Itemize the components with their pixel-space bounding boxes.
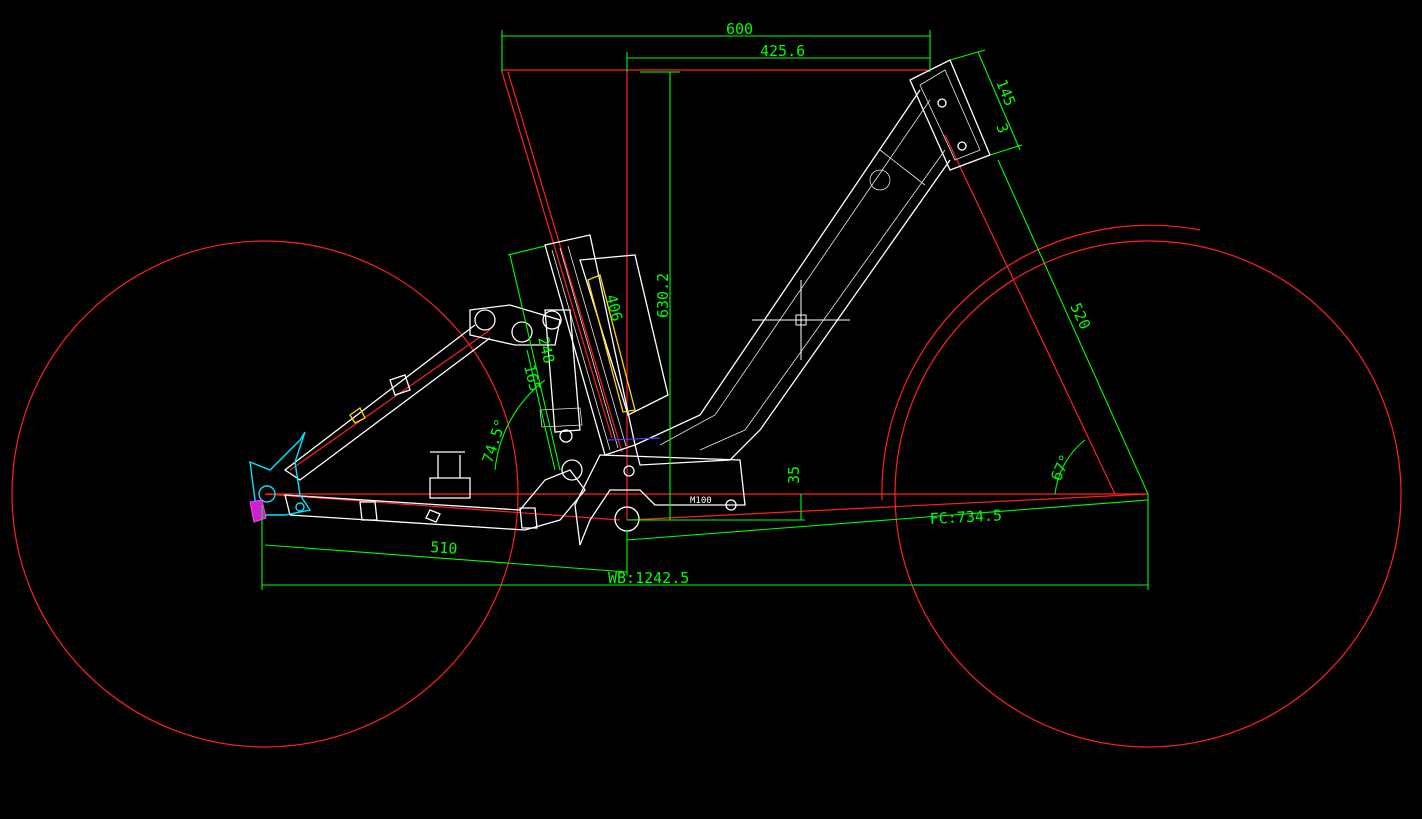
head-angle-arc — [1054, 439, 1086, 495]
dim-battery: 406 — [602, 293, 626, 324]
seat-tube — [544, 234, 636, 456]
motor-mount — [574, 454, 746, 546]
dim-fork-length: 520 — [1066, 300, 1094, 332]
wheels — [11, 224, 1402, 748]
dimension-lines — [261, 30, 1149, 590]
head-tube — [909, 59, 991, 171]
dim-chainstay: 510 — [430, 538, 458, 558]
dim-head-tube: 145 — [992, 77, 1019, 109]
dim-head-offset: 3 — [992, 121, 1012, 136]
seat-angle-arc — [494, 379, 546, 471]
battery-outline — [587, 274, 636, 413]
dim-shock-eye: 248 — [534, 335, 558, 366]
cursor-crosshair — [752, 280, 850, 360]
dim-wheelbase: WB:1242.5 — [608, 569, 689, 587]
dim-front-center: FC:734.5 — [929, 506, 1002, 528]
dim-top-length: 600 — [726, 20, 753, 38]
dim-bb-drop: 35 — [785, 466, 803, 484]
derailleur-hanger — [249, 499, 267, 523]
dim-shock-stroke: 165 — [520, 363, 544, 394]
kickstand-mount — [429, 451, 471, 499]
dim-head-angle: 67° — [1047, 452, 1074, 484]
dimension-labels: 600 425.6 145 3 630.2 520 406 248 165 74… — [430, 20, 1094, 587]
motor-label: M100 — [690, 496, 712, 506]
geometry-lines — [264, 69, 1149, 521]
bike-frame: M100 — [249, 59, 991, 546]
front-wheel-arc — [881, 224, 1201, 501]
down-tube — [634, 89, 951, 466]
dim-stack: 630.2 — [654, 273, 672, 318]
battery-pack — [579, 254, 669, 416]
seat-stay — [283, 324, 491, 481]
dim-seat-angle: 74.5° — [479, 417, 510, 466]
rear-shock — [544, 309, 581, 433]
rocker-link — [469, 304, 561, 346]
dim-reach: 425.6 — [760, 42, 805, 60]
